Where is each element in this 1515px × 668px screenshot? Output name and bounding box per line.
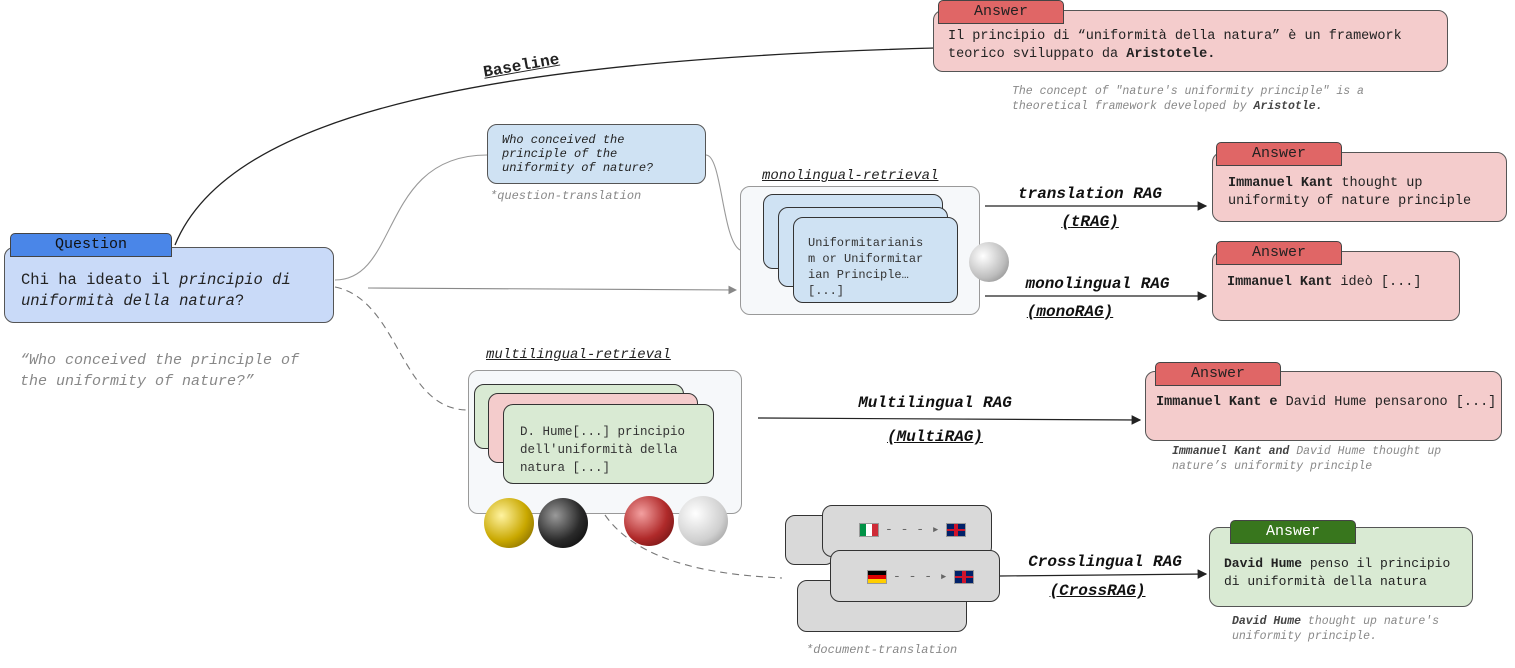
monolingual-retrieval-title: monolingual-retrieval	[762, 168, 939, 184]
baseline-answer-translation: The concept of "nature's uniformity prin…	[1012, 85, 1364, 113]
crossrag-answer-translation: David Hume thought up nature's uniformit…	[1232, 615, 1440, 643]
crossrag-label: Crosslingual RAG	[1028, 553, 1182, 571]
question-to-mono-arrow	[367, 285, 738, 295]
trag-answer-text: thought up uniformity of nature principl…	[1228, 176, 1472, 209]
multi-doc-front: D. Hume[...] principio dell'uniformità d…	[503, 404, 714, 484]
question-to-multi-dashed	[334, 286, 469, 411]
crossrag-answer-tab: Answer	[1230, 520, 1356, 544]
multirag-label: Multilingual RAG	[858, 394, 1012, 412]
monorag-answer-tab: Answer	[1216, 241, 1342, 265]
mono-doc-front: Uniformitarianism or Uniformitarian Prin…	[793, 217, 958, 303]
wikipedia-globe-icon	[969, 242, 1009, 282]
multirag-answer-text: David Hume pensarono [...]	[1277, 395, 1497, 410]
monorag-answer-bold: Immanuel Kant	[1227, 275, 1333, 290]
it-to-en-row: - - - ▸	[859, 522, 966, 537]
baseline-answer-text: Il principio di “uniformità della natura…	[948, 29, 1402, 62]
cross-doc-middle: - - - ▸	[830, 550, 1000, 602]
baseline-curve	[174, 47, 936, 246]
monorag-answer-text: ideò [...]	[1332, 275, 1422, 290]
crossrag-answer-text: penso il principio di uniformità della n…	[1224, 556, 1451, 589]
arrow-icon: - - - ▸	[893, 569, 948, 584]
wikipedia-globe-black-icon	[538, 498, 588, 548]
italy-flag-icon	[859, 522, 879, 537]
question-box: Chi ha ideato il principio di uniformità…	[4, 247, 334, 323]
uk-flag-icon	[945, 522, 966, 537]
monorag-abbr: (monoRAG)	[1026, 303, 1114, 321]
question-translation-note: “Who conceived the principle of the unif…	[20, 352, 300, 390]
uk-flag-icon	[953, 569, 974, 584]
baseline-answer-bold: Aristotele.	[1126, 47, 1216, 62]
arrow-icon: - - - ▸	[885, 522, 940, 537]
wikipedia-globe-red-icon	[624, 496, 674, 546]
multi-doc-text: D. Hume[...] principio dell'uniformità d…	[520, 425, 686, 475]
question-translation-curve	[334, 154, 488, 281]
germany-flag-icon	[867, 569, 887, 584]
question-translation-text: Who conceived the principle of the unifo…	[502, 133, 654, 175]
multirag-answer-translation: Immanuel Kant and David Hume thought up …	[1172, 445, 1442, 473]
trag-answer-box: Immanuel Kant thought up uniformity of n…	[1212, 152, 1507, 222]
de-to-en-row: - - - ▸	[867, 569, 974, 584]
trag-answer-bold: Immanuel Kant	[1228, 176, 1334, 191]
question-text: Chi ha ideato il principio di uniformità…	[21, 271, 291, 310]
question-translation-box: Who conceived the principle of the unifo…	[487, 124, 706, 184]
multi-to-cross-dashed	[604, 514, 783, 579]
mono-doc-text: Uniformitarianism or Uniformitarian Prin…	[808, 236, 924, 298]
wikipedia-globe-gold-icon	[484, 498, 534, 548]
cross-doc-top: - - - ▸	[822, 505, 992, 557]
wikipedia-globe-white-icon	[678, 496, 728, 546]
question-tab: Question	[10, 233, 172, 257]
baseline-answer-tab: Answer	[938, 0, 1064, 24]
multirag-arrow	[757, 415, 1142, 425]
multirag-abbr: (MultiRAG)	[886, 428, 984, 446]
trag-abbr: (tRAG)	[1061, 213, 1119, 231]
crossrag-arrow	[999, 569, 1208, 579]
translation-to-retrieval-curve	[705, 154, 741, 251]
multirag-answer-bold: Immanuel Kant e	[1156, 395, 1278, 410]
trag-label: translation RAG	[1017, 185, 1163, 203]
multirag-answer-tab: Answer	[1155, 362, 1281, 386]
document-translation-caption: *document-translation	[806, 643, 958, 657]
multilingual-retrieval-title: multilingual-retrieval	[486, 347, 671, 363]
monorag-label: monolingual RAG	[1025, 275, 1170, 293]
question-translation-caption: *question-translation	[490, 189, 642, 203]
trag-answer-tab: Answer	[1216, 142, 1342, 166]
crossrag-abbr: (CrossRAG)	[1049, 582, 1146, 600]
crossrag-answer-bold: David Hume	[1224, 556, 1303, 571]
